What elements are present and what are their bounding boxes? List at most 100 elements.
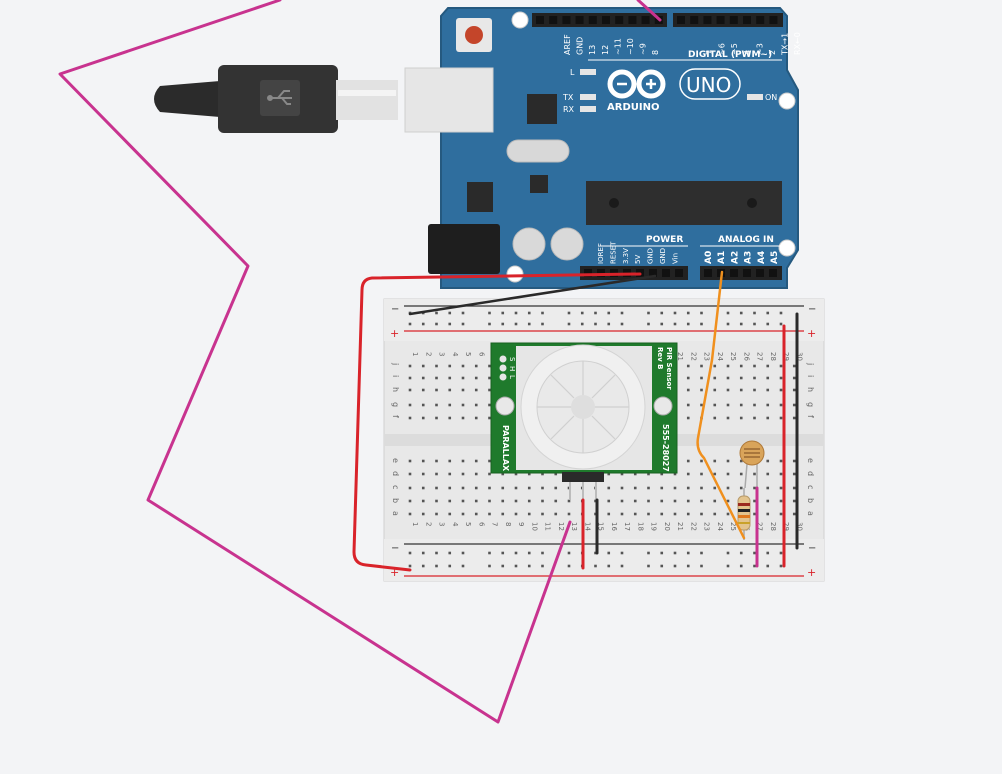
rail-hole[interactable] xyxy=(673,564,677,568)
rail-hole[interactable] xyxy=(527,564,531,568)
usb-cable[interactable] xyxy=(154,65,398,133)
rail-hole[interactable] xyxy=(779,322,783,326)
breadboard-hole[interactable] xyxy=(713,486,717,490)
rail-hole[interactable] xyxy=(620,551,624,555)
breadboard-hole[interactable] xyxy=(435,512,438,516)
breadboard-hole[interactable] xyxy=(660,499,664,503)
breadboard-hole[interactable] xyxy=(700,388,703,392)
breadboard-hole[interactable] xyxy=(421,376,425,380)
rail-hole[interactable] xyxy=(753,322,756,326)
breadboard-hole[interactable] xyxy=(488,388,491,392)
breadboard-hole[interactable] xyxy=(448,388,452,392)
breadboard-hole[interactable] xyxy=(739,416,743,420)
header-hole[interactable] xyxy=(575,16,584,24)
breadboard-hole[interactable] xyxy=(633,472,637,476)
breadboard-hole[interactable] xyxy=(461,388,465,392)
breadboard-hole[interactable] xyxy=(435,376,438,380)
breadboard-hole[interactable] xyxy=(620,486,624,490)
breadboard-hole[interactable] xyxy=(514,472,518,476)
breadboard-hole[interactable] xyxy=(421,416,425,420)
breadboard-hole[interactable] xyxy=(421,364,425,368)
breadboard-hole[interactable] xyxy=(474,403,478,407)
breadboard-hole[interactable] xyxy=(620,512,624,516)
rail-hole[interactable] xyxy=(461,322,465,326)
breadboard-hole[interactable] xyxy=(726,388,730,392)
breadboard-hole[interactable] xyxy=(633,499,637,503)
breadboard-hole[interactable] xyxy=(766,403,770,407)
rail-hole[interactable] xyxy=(461,564,465,568)
breadboard-hole[interactable] xyxy=(474,499,478,503)
breadboard-hole[interactable] xyxy=(448,364,452,368)
breadboard-hole[interactable] xyxy=(686,364,690,368)
breadboard-hole[interactable] xyxy=(633,486,637,490)
breadboard-hole[interactable] xyxy=(726,416,730,420)
header-hole[interactable] xyxy=(690,16,699,24)
rail-hole[interactable] xyxy=(594,564,597,568)
breadboard-hole[interactable] xyxy=(514,499,518,503)
breadboard-hole[interactable] xyxy=(408,512,412,516)
breadboard-hole[interactable] xyxy=(474,512,478,516)
breadboard-hole[interactable] xyxy=(647,499,650,503)
breadboard-hole[interactable] xyxy=(792,459,796,463)
rail-hole[interactable] xyxy=(541,311,544,315)
breadboard-hole[interactable] xyxy=(620,499,624,503)
wire-black-gnd[interactable] xyxy=(408,274,657,316)
rail-hole[interactable] xyxy=(766,564,770,568)
rail-hole[interactable] xyxy=(753,311,756,315)
breadboard-hole[interactable] xyxy=(461,364,465,368)
rail-hole[interactable] xyxy=(607,551,611,555)
breadboard-hole[interactable] xyxy=(766,486,770,490)
breadboard-hole[interactable] xyxy=(779,459,783,463)
breadboard-hole[interactable] xyxy=(488,486,491,490)
rail-hole[interactable] xyxy=(607,322,611,326)
rail-hole[interactable] xyxy=(779,311,783,315)
breadboard-hole[interactable] xyxy=(421,512,425,516)
breadboard-hole[interactable] xyxy=(686,416,690,420)
breadboard-hole[interactable] xyxy=(435,459,438,463)
breadboard-hole[interactable] xyxy=(700,364,703,368)
breadboard-hole[interactable] xyxy=(686,512,690,516)
breadboard-hole[interactable] xyxy=(527,512,531,516)
breadboard-hole[interactable] xyxy=(713,364,717,368)
rail-hole[interactable] xyxy=(435,311,438,315)
breadboard-hole[interactable] xyxy=(474,459,478,463)
rail-hole[interactable] xyxy=(739,564,743,568)
breadboard-hole[interactable] xyxy=(435,472,438,476)
rail-hole[interactable] xyxy=(726,551,730,555)
rail-hole[interactable] xyxy=(527,311,531,315)
header-hole[interactable] xyxy=(756,16,765,24)
rail-hole[interactable] xyxy=(686,311,690,315)
rail-hole[interactable] xyxy=(408,551,412,555)
breadboard-hole[interactable] xyxy=(713,376,717,380)
breadboard-hole[interactable] xyxy=(461,512,465,516)
breadboard-hole[interactable] xyxy=(408,388,412,392)
pir-sensor[interactable]: S H L PARALLAX PIR Sensor Rev B 555-2802… xyxy=(490,342,678,500)
breadboard-hole[interactable] xyxy=(779,376,783,380)
breadboard-hole[interactable] xyxy=(408,486,412,490)
header-hole[interactable] xyxy=(743,16,751,24)
breadboard-hole[interactable] xyxy=(673,486,677,490)
breadboard-hole[interactable] xyxy=(753,403,756,407)
header-hole[interactable] xyxy=(769,269,777,277)
header-hole[interactable] xyxy=(769,16,778,24)
breadboard-hole[interactable] xyxy=(488,416,491,420)
rail-hole[interactable] xyxy=(514,564,518,568)
header-hole[interactable] xyxy=(641,16,650,24)
breadboard-hole[interactable] xyxy=(660,472,664,476)
rail-hole[interactable] xyxy=(726,322,730,326)
breadboard-hole[interactable] xyxy=(779,416,783,420)
rail-hole[interactable] xyxy=(739,322,743,326)
header-hole[interactable] xyxy=(649,269,657,277)
header-hole[interactable] xyxy=(536,16,544,24)
breadboard-hole[interactable] xyxy=(541,499,544,503)
rail-hole[interactable] xyxy=(408,322,412,326)
rail-hole[interactable] xyxy=(620,322,624,326)
breadboard-hole[interactable] xyxy=(713,388,717,392)
breadboard-hole[interactable] xyxy=(766,499,770,503)
breadboard-hole[interactable] xyxy=(435,416,438,420)
rail-hole[interactable] xyxy=(488,311,491,315)
breadboard-hole[interactable] xyxy=(501,512,505,516)
breadboard-hole[interactable] xyxy=(726,472,730,476)
